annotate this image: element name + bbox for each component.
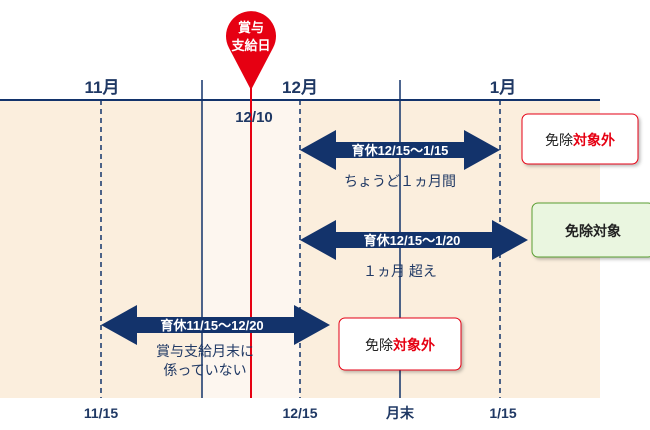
callout-exempt-excluded-1: 免除対象外 [521,113,639,165]
leave-arrow-1-note: ちょうど１ヵ月間 [344,173,456,189]
callout-3-text: 免除対象外 [365,337,435,353]
callout-2-text: 免除対象 [565,223,621,239]
bottom-label-1215: 12/15 [282,405,317,421]
callout-1-text: 免除対象外 [545,132,615,148]
leave-arrow-3: 育休11/15～12/20 [101,305,330,345]
month-label-nov: 11月 [85,78,120,97]
bottom-label-0115: 1/15 [489,405,516,421]
callout-exempt-excluded-2: 免除対象外 [338,317,462,371]
payday-pin-icon: 賞与 支給日 [226,11,276,91]
leave-arrow-3-note-line1: 賞与支給月末に [156,343,254,359]
pin-label-line2: 支給日 [230,38,270,53]
leave-arrow-3-note-line2: 係っていない [163,362,246,378]
payday-date-label: 12/10 [235,109,273,126]
leave-arrow-1: 育休12/15～1/15 [300,130,500,170]
month-label-jan: 1月 [490,78,516,97]
leave-arrow-3-label: 育休11/15～12/20 [160,318,263,333]
bottom-label-1115: 11/15 [84,405,118,421]
leave-arrow-2-label: 育休12/15～1/20 [364,233,461,248]
bottom-label-monthend: 月末 [385,405,415,421]
leave-arrow-2-note: １ヵ月 超え [363,263,437,279]
pin-label-line1: 賞与 [238,20,264,35]
callout-exempt-target: 免除対象 [531,202,650,258]
leave-arrow-1-label: 育休12/15～1/15 [352,143,449,158]
month-label-dec: 12月 [282,78,318,97]
leave-arrow-2: 育休12/15～1/20 [300,220,528,260]
